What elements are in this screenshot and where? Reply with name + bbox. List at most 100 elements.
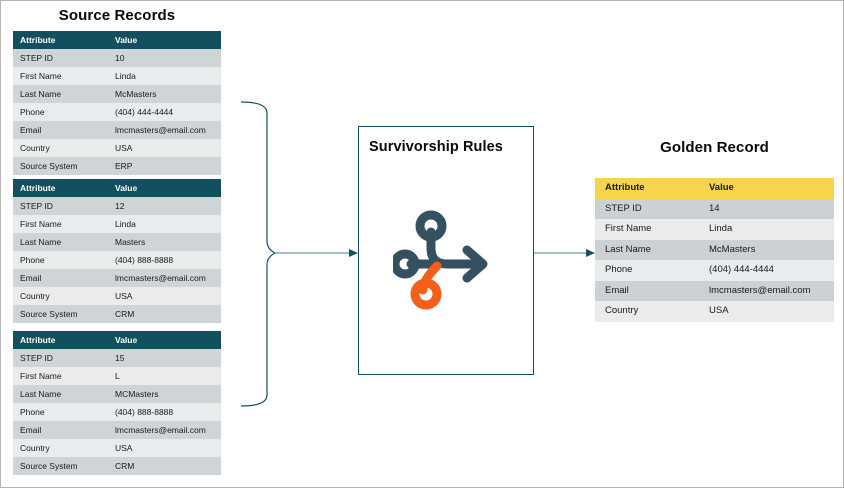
- table-row: STEP ID 14: [595, 198, 834, 219]
- source-record-table-1: Attribute Value STEP ID 10 First Name Li…: [13, 31, 221, 175]
- column-header-attribute: Attribute: [13, 179, 108, 197]
- branch-node-left: [393, 249, 420, 279]
- cell-value: ERP: [108, 157, 221, 175]
- cell-value: CRM: [108, 305, 221, 323]
- cell-value: Linda: [108, 67, 221, 85]
- table-row: First Name Linda: [13, 67, 221, 85]
- cell-value: (404) 444-4444: [108, 103, 221, 121]
- cell-value: lmcmasters@email.com: [108, 121, 221, 139]
- cell-value: (404) 888-8888: [108, 251, 221, 269]
- table-row: Country USA: [13, 439, 221, 457]
- cell-value: 10: [108, 49, 221, 67]
- cell-value: lmcmasters@email.com: [108, 269, 221, 287]
- table-row: Phone (404) 888-8888: [13, 251, 221, 269]
- table-row: First Name Linda: [13, 215, 221, 233]
- table-row: STEP ID 10: [13, 49, 221, 67]
- cell-attribute: Last Name: [13, 385, 108, 403]
- cell-value: Linda: [699, 219, 834, 240]
- cell-attribute: First Name: [13, 215, 108, 233]
- cell-value: CRM: [108, 457, 221, 475]
- cell-attribute: First Name: [595, 219, 699, 240]
- table-row: Last Name McMasters: [13, 85, 221, 103]
- table-row: STEP ID 15: [13, 349, 221, 367]
- table-row: Last Name McMasters: [595, 239, 834, 260]
- merge-branch-icon: [393, 210, 488, 310]
- table-row: Phone (404) 444-4444: [595, 260, 834, 281]
- branch-arrow-head: [462, 245, 488, 283]
- cell-attribute: Email: [13, 421, 108, 439]
- branch-node-top: [415, 210, 447, 242]
- column-header-value: Value: [108, 179, 221, 197]
- table-row: Country USA: [595, 301, 834, 322]
- cell-value: MCMasters: [108, 385, 221, 403]
- arrow-head-to-rules: [349, 249, 358, 257]
- golden-record-title: Golden Record: [660, 139, 769, 156]
- cell-value: 15: [108, 349, 221, 367]
- table-header-row: Attribute Value: [13, 31, 221, 49]
- cell-value: Linda: [108, 215, 221, 233]
- cell-attribute: First Name: [13, 367, 108, 385]
- cell-value: Masters: [108, 233, 221, 251]
- cell-value: 14: [699, 198, 834, 219]
- cell-attribute: Email: [595, 280, 699, 301]
- cell-attribute: Email: [13, 121, 108, 139]
- column-header-value: Value: [108, 31, 221, 49]
- source-group-bracket: [240, 101, 277, 407]
- cell-attribute: STEP ID: [13, 349, 108, 367]
- table-header-row: Attribute Value: [595, 178, 834, 199]
- cell-attribute: STEP ID: [13, 197, 108, 215]
- source-record-table-2: Attribute Value STEP ID 12 First Name Li…: [13, 179, 221, 323]
- cell-value: McMasters: [108, 85, 221, 103]
- cell-attribute: Phone: [13, 403, 108, 421]
- cell-value: lmcmasters@email.com: [699, 280, 834, 301]
- source-record-table-3: Attribute Value STEP ID 15 First Name L …: [13, 331, 221, 475]
- cell-value: (404) 888-8888: [108, 403, 221, 421]
- cell-attribute: First Name: [13, 67, 108, 85]
- table-row: Phone (404) 888-8888: [13, 403, 221, 421]
- cell-value: L: [108, 367, 221, 385]
- column-header-attribute: Attribute: [13, 31, 108, 49]
- survivorship-rules-title: Survivorship Rules: [369, 139, 503, 155]
- cell-attribute: Country: [13, 439, 108, 457]
- cell-attribute: Last Name: [13, 85, 108, 103]
- cell-attribute: Country: [595, 301, 699, 322]
- table-row: First Name L: [13, 367, 221, 385]
- survivorship-rules-box: [358, 126, 534, 375]
- table-row: First Name Linda: [595, 219, 834, 240]
- table-row: Email lmcmasters@email.com: [13, 269, 221, 287]
- cell-attribute: STEP ID: [595, 198, 699, 219]
- cell-attribute: Source System: [13, 305, 108, 323]
- cell-attribute: Phone: [13, 251, 108, 269]
- cell-attribute: Source System: [13, 457, 108, 475]
- golden-record-table: Attribute Value STEP ID 14 First Name Li…: [595, 178, 834, 322]
- cell-attribute: STEP ID: [13, 49, 108, 67]
- table-row: Phone (404) 444-4444: [13, 103, 221, 121]
- table-row: Email lmcmasters@email.com: [13, 121, 221, 139]
- cell-value: lmcmasters@email.com: [108, 421, 221, 439]
- cell-attribute: Country: [13, 287, 108, 305]
- table-row: Source System ERP: [13, 157, 221, 175]
- column-header-value: Value: [699, 178, 834, 199]
- table-row: Country USA: [13, 139, 221, 157]
- cell-value: USA: [699, 301, 834, 322]
- table-row: Source System CRM: [13, 305, 221, 323]
- cell-attribute: Phone: [595, 260, 699, 281]
- source-records-title: Source Records: [58, 7, 176, 24]
- cell-value: 12: [108, 197, 221, 215]
- cell-attribute: Source System: [13, 157, 108, 175]
- table-row: STEP ID 12: [13, 197, 221, 215]
- column-header-value: Value: [108, 331, 221, 349]
- column-header-attribute: Attribute: [595, 178, 699, 199]
- cell-value: USA: [108, 287, 221, 305]
- arrow-head-to-golden: [586, 249, 595, 257]
- column-header-attribute: Attribute: [13, 331, 108, 349]
- cell-attribute: Country: [13, 139, 108, 157]
- cell-value: USA: [108, 139, 221, 157]
- table-row: Email lmcmasters@email.com: [595, 280, 834, 301]
- cell-attribute: Phone: [13, 103, 108, 121]
- table-row: Email lmcmasters@email.com: [13, 421, 221, 439]
- cell-attribute: Email: [13, 269, 108, 287]
- cell-value: USA: [108, 439, 221, 457]
- table-header-row: Attribute Value: [13, 179, 221, 197]
